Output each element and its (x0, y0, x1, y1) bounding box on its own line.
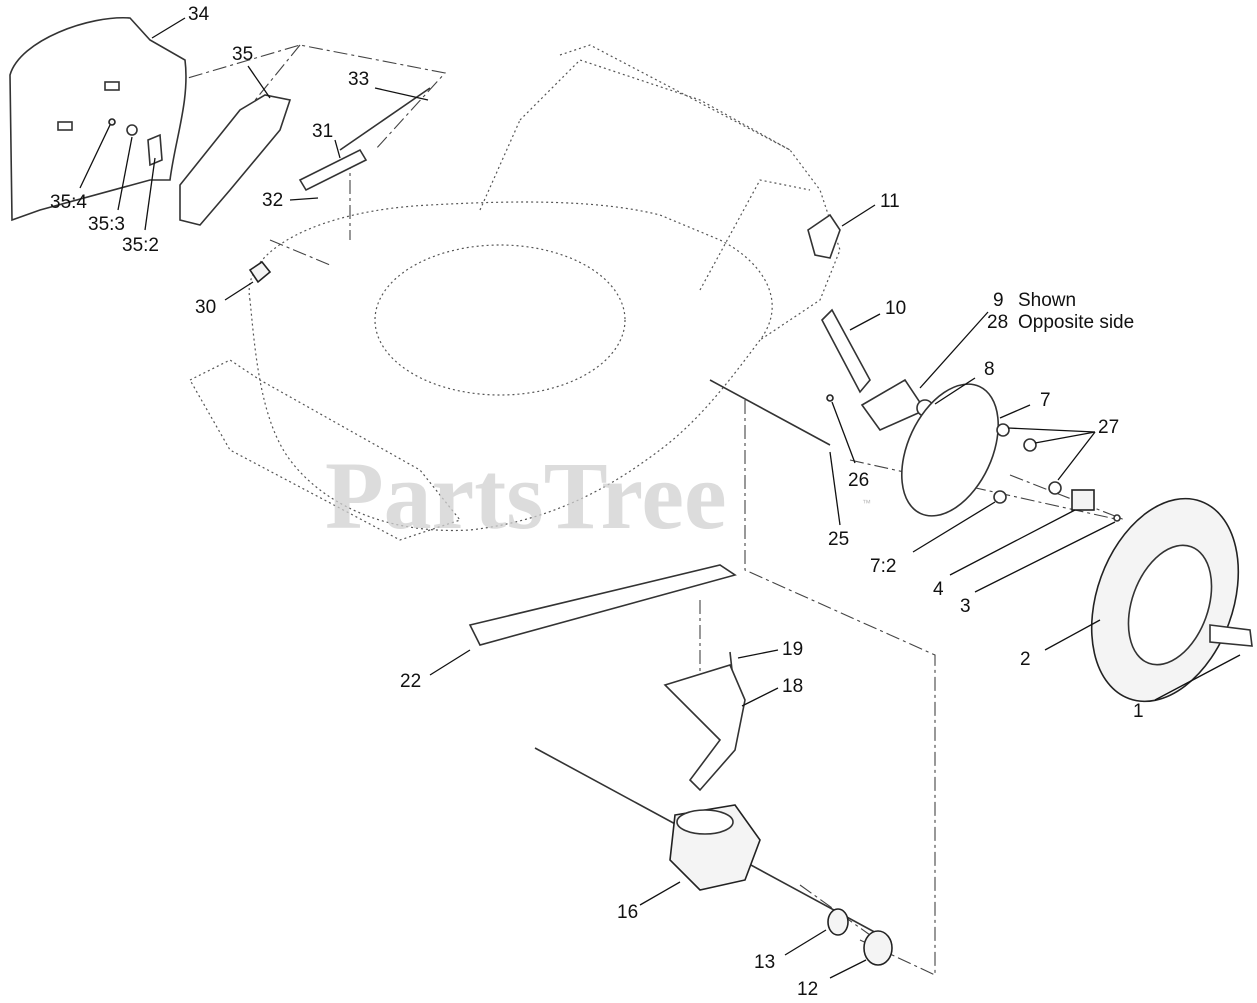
callout-3: 3 (960, 596, 971, 617)
latch-handle-part (179, 94, 292, 226)
callout-4: 4 (933, 579, 944, 600)
screw-35-4 (108, 118, 116, 126)
callout-19: 19 (782, 639, 803, 660)
callout-30: 30 (195, 297, 216, 318)
rod-part (339, 87, 431, 151)
callout-27: 27 (1098, 417, 1119, 438)
callout-1: 1 (1133, 701, 1144, 722)
washer-27 (1048, 481, 1062, 495)
washer-27 (1023, 438, 1037, 452)
wheel-hub (1127, 544, 1213, 666)
cover-latch-slot (57, 121, 73, 131)
callout-18: 18 (782, 676, 803, 697)
callout-22: 22 (400, 671, 421, 692)
axle-rod-25 (709, 379, 831, 446)
cover-latch-slot (104, 81, 120, 91)
callout-10: 10 (885, 298, 906, 319)
partstree-watermark: PartsTree (325, 442, 727, 549)
callout-9: 9 (993, 290, 1004, 311)
leader-lines (79, 17, 1241, 979)
callout-35: 35 (232, 44, 253, 65)
trademark-symbol: ™ (862, 498, 871, 508)
callout-34: 34 (188, 4, 210, 25)
callout-33: 33 (348, 69, 369, 90)
bolt-30 (248, 260, 272, 284)
height-bracket-part (821, 308, 871, 394)
callout-11: 11 (880, 191, 900, 212)
callout-8: 8 (984, 359, 995, 380)
drive-belt-part (468, 564, 737, 646)
callout-31: 31 (312, 121, 333, 142)
callout-32: 32 (262, 190, 283, 211)
clip-part (1113, 514, 1121, 522)
washer-27 (996, 423, 1010, 437)
bearing-13 (827, 908, 849, 936)
grass-bag-cover-part (9, 16, 187, 222)
screw-26 (826, 394, 834, 402)
pinion-gear-part (1071, 489, 1095, 511)
callout-25: 25 (828, 529, 849, 550)
callout-7: 7 (1040, 390, 1051, 411)
wheel-cover-part (900, 383, 1000, 517)
wheel-bolt-part (1209, 624, 1253, 647)
adjust-plate-part (860, 378, 927, 431)
callout-2: 2 (1020, 649, 1031, 670)
latch-bracket-part (147, 133, 163, 167)
callout-7-2: 7:2 (870, 556, 896, 577)
bushing-12 (863, 930, 893, 966)
callout-9-note: Shown (1018, 290, 1076, 311)
transmission-pulley (676, 809, 734, 835)
mower-deck (189, 44, 841, 541)
washer-7-2 (993, 490, 1007, 504)
callout-16: 16 (617, 902, 638, 923)
callout-35-4: 35:4 (50, 192, 87, 213)
belt-guard-part (663, 664, 746, 792)
callout-12: 12 (797, 979, 818, 1000)
callout-26: 26 (848, 470, 869, 491)
knob-part (807, 213, 841, 259)
callout-13: 13 (754, 952, 775, 973)
callout-28-note: Opposite side (1018, 312, 1134, 333)
callout-28: 28 (987, 312, 1008, 333)
spring-part (298, 148, 368, 192)
callout-35-2: 35:2 (122, 235, 159, 256)
callout-35-3: 35:3 (88, 214, 125, 235)
washer-35-3 (126, 124, 138, 136)
